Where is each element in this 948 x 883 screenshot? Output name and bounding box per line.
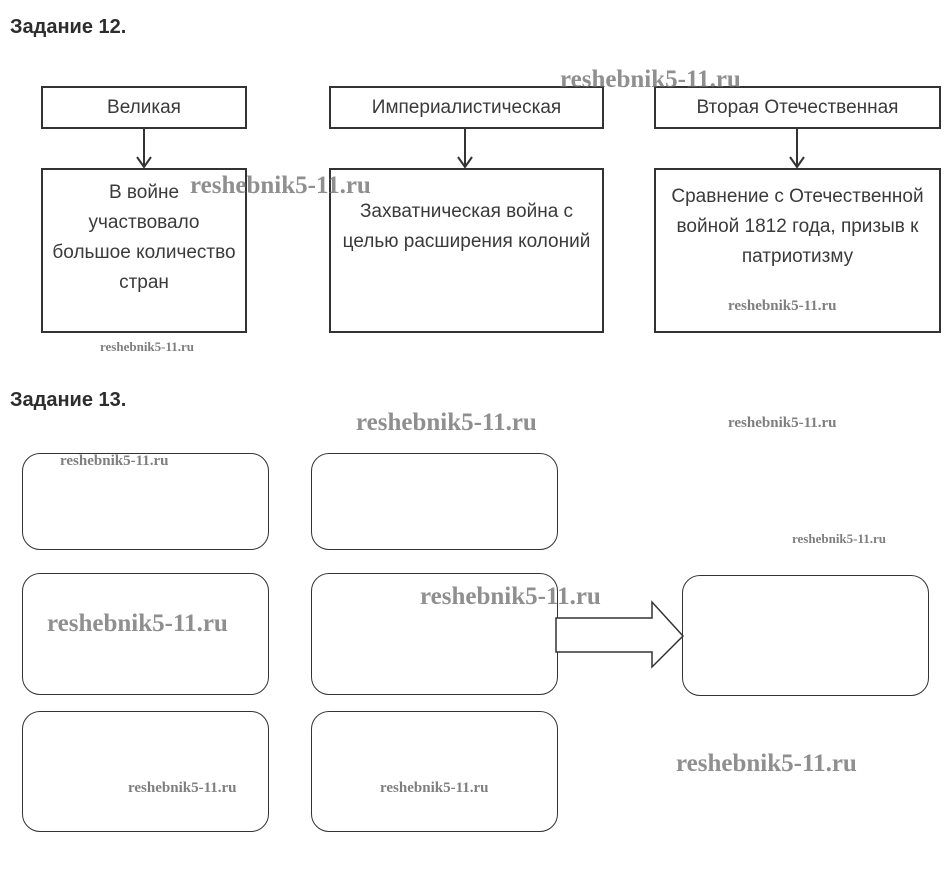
empty-box-r2c1: [22, 573, 269, 695]
empty-box-r3c1: [22, 711, 269, 832]
watermark: reshebnik5-11.ru: [47, 610, 228, 637]
watermark: reshebnik5-11.ru: [100, 339, 195, 354]
empty-box-r1c2: [311, 453, 558, 550]
column-1-text: В войне участвовало большое количество с…: [52, 182, 236, 293]
watermark: reshebnik5-11.ru: [190, 172, 371, 199]
watermark: reshebnik5-11.ru: [676, 750, 857, 777]
watermark: reshebnik5-11.ru: [128, 780, 237, 796]
column-2-arrow: [457, 129, 473, 169]
column-3-arrow: [789, 129, 805, 169]
column-1-arrow: [136, 129, 152, 169]
empty-box-r2c2: [311, 573, 558, 695]
column-2-header: Империалистическая: [329, 86, 604, 129]
column-3-header: Вторая Отечественная: [654, 86, 941, 129]
block-arrow-right: [555, 600, 685, 669]
empty-box-result: [682, 575, 929, 696]
watermark: reshebnik5-11.ru: [356, 409, 537, 436]
watermark: reshebnik5-11.ru: [380, 780, 489, 796]
column-2-text: Захватническая война с целью расширения …: [342, 201, 591, 252]
column-1-body: В войне участвовало большое количество с…: [41, 168, 247, 333]
watermark: reshebnik5-11.ru: [560, 66, 741, 93]
empty-box-r3c2: [311, 711, 558, 832]
column-1-header: Великая: [41, 86, 247, 129]
column-3-text: Сравнение с Отечественной войной 1812 го…: [671, 186, 924, 267]
watermark: reshebnik5-11.ru: [728, 415, 837, 431]
column-2-body: Захватническая война с целью расширения …: [329, 168, 604, 333]
column-3-body: Сравнение с Отечественной войной 1812 го…: [654, 168, 941, 333]
watermark: reshebnik5-11.ru: [728, 298, 837, 314]
watermark: reshebnik5-11.ru: [60, 453, 169, 469]
watermark: reshebnik5-11.ru: [792, 531, 887, 546]
task13-heading: Задание 13.: [10, 389, 127, 411]
watermark: reshebnik5-11.ru: [420, 583, 601, 610]
empty-box-r1c1: [22, 453, 269, 550]
task12-heading: Задание 12.: [10, 16, 127, 38]
